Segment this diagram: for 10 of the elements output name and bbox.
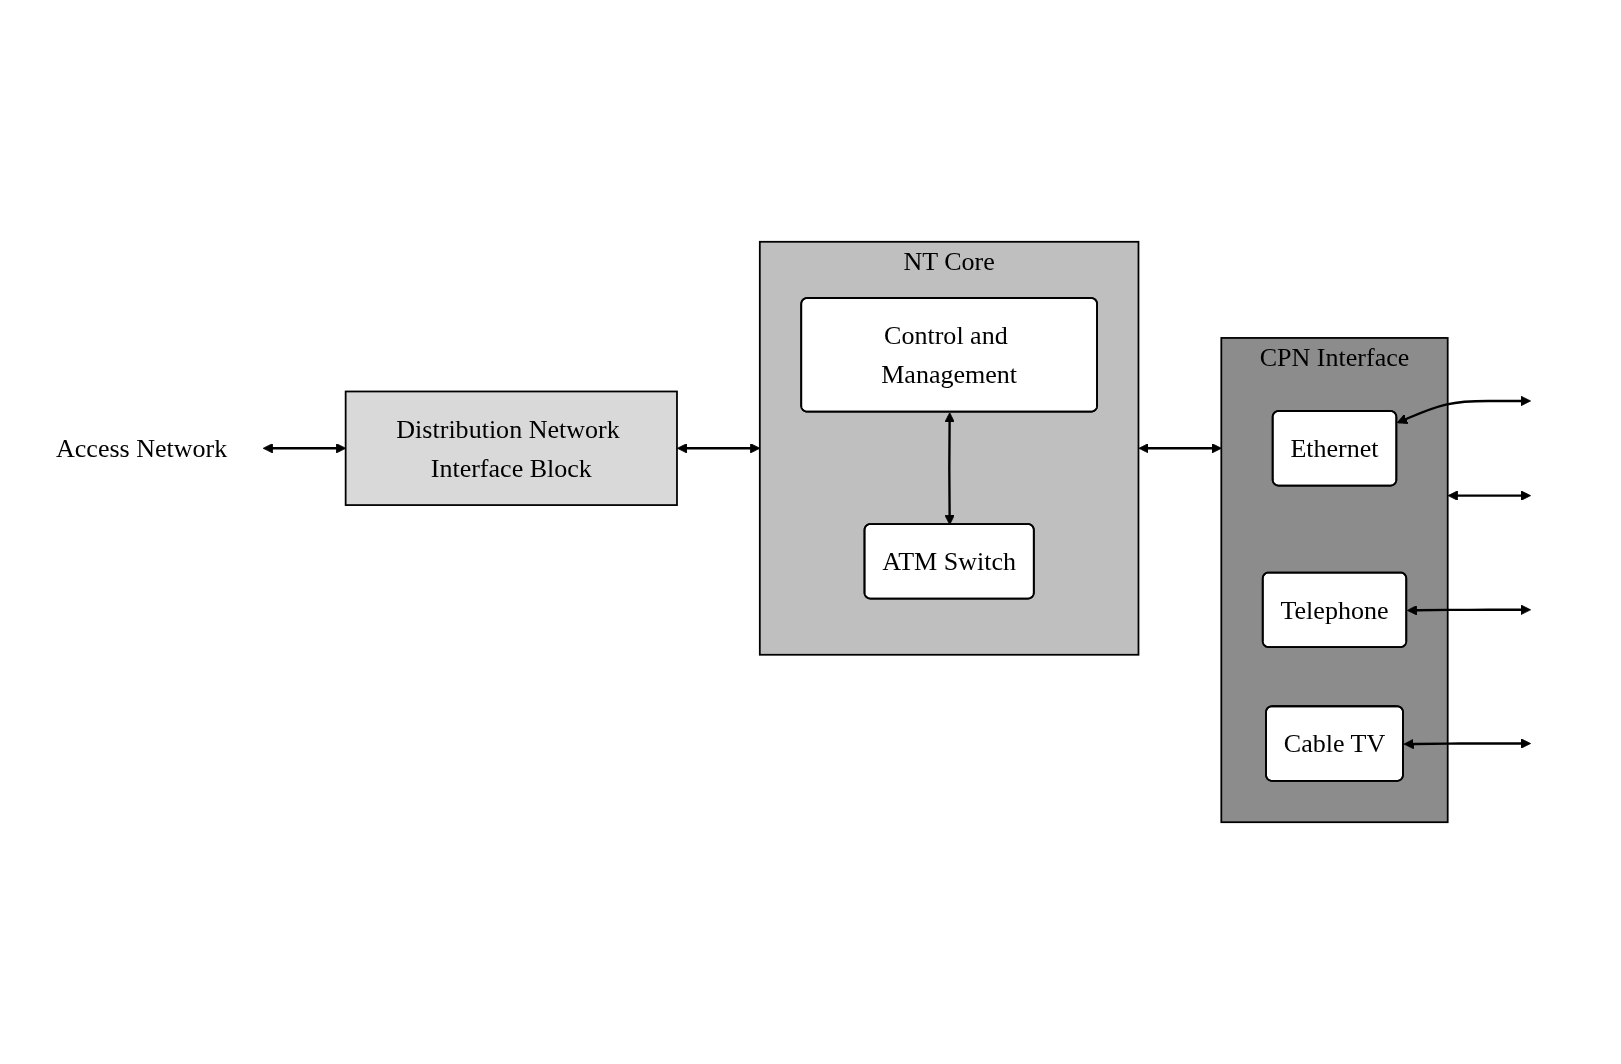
- arrow: [1406, 604, 1531, 616]
- node-text: Access Network: [55, 433, 227, 464]
- arrow: [676, 443, 760, 454]
- arrow: [262, 443, 346, 454]
- arrow: [943, 412, 955, 526]
- arrow: [1447, 490, 1531, 501]
- arrow: [1396, 395, 1531, 424]
- arrow: [1138, 443, 1222, 454]
- arrow: [1403, 738, 1531, 750]
- node-box: Distribution Network Interface Block: [344, 390, 678, 506]
